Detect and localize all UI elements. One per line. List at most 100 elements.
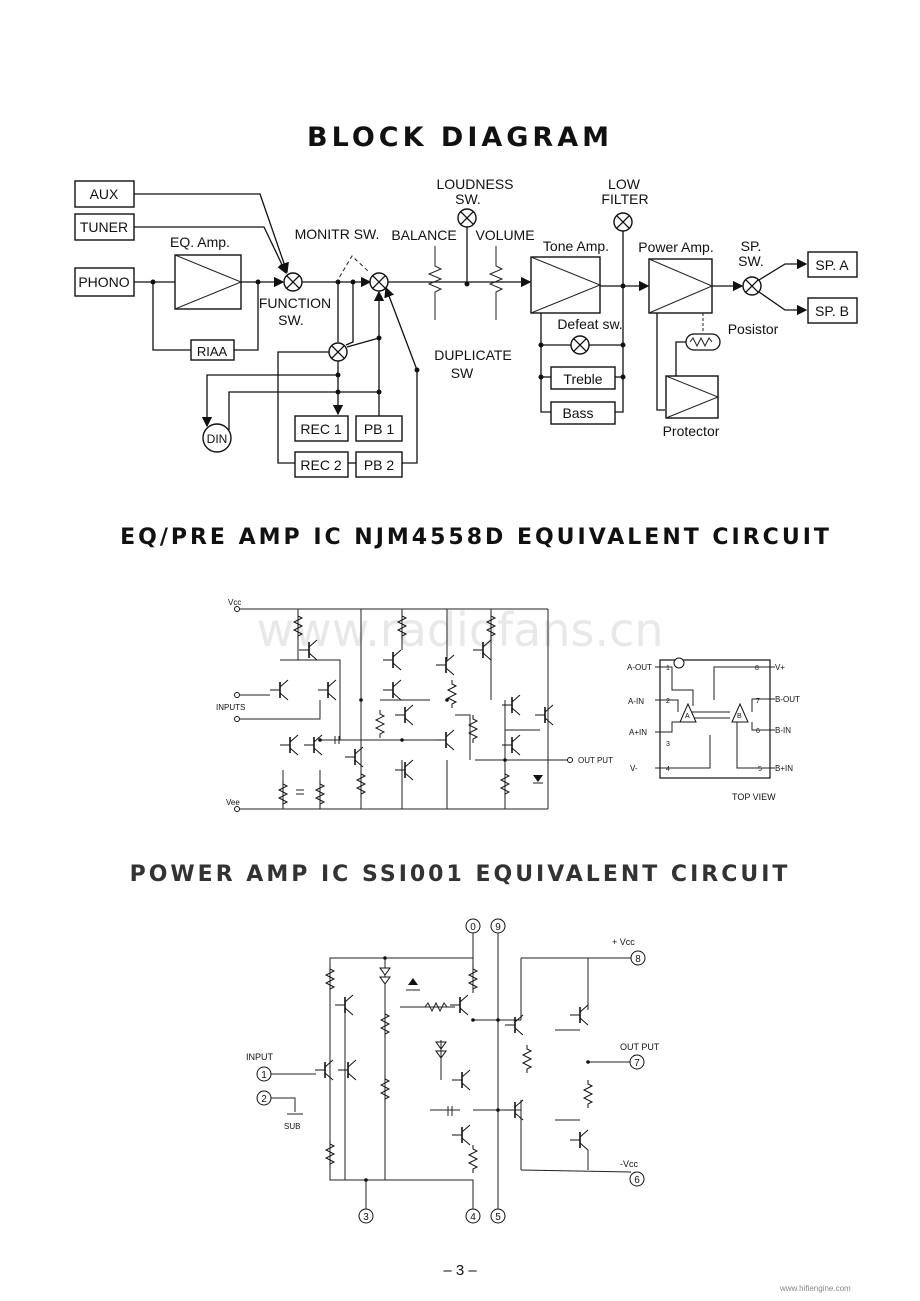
pin-a-out: A-OUT — [627, 663, 652, 672]
function-switch-icon — [283, 272, 303, 292]
tuner-label: TUNER — [80, 219, 128, 235]
top-view-label: TOP VIEW — [732, 792, 776, 802]
speaker-switch-icon — [742, 276, 762, 296]
eq-amp-box — [174, 254, 242, 310]
tone-amp-box — [530, 256, 601, 314]
speaker-a-label: SP. A — [815, 257, 849, 273]
din-label: DIN — [207, 432, 228, 446]
pin-3: 3 — [666, 741, 670, 748]
eq-preamp-schematic: Vcc Vee INPUTS OUT PUT — [216, 598, 613, 812]
monitor-switch-dashed — [335, 255, 370, 284]
tuner-box — [74, 213, 135, 241]
pw-pin-9: 9 — [495, 922, 501, 933]
pw-pin-1: 1 — [261, 1070, 267, 1081]
defeat-switch-icon — [570, 335, 590, 355]
pin-5: 5 — [758, 766, 762, 773]
phono-box — [74, 267, 135, 297]
low-filter-label-1: LOW — [608, 176, 641, 192]
block-diagram: AUX TUNER PHONO EQ. Amp. RIAA FUNCTION S… — [74, 176, 858, 478]
speaker-b-box — [807, 297, 858, 324]
power-amp-box — [648, 258, 713, 314]
page-title: BLOCK DIAGRAM — [307, 122, 613, 153]
vcc-pos-label: + Vcc — [612, 937, 635, 947]
eq-vcc-label: Vcc — [228, 598, 241, 607]
loudness-switch-icon — [457, 208, 477, 228]
duplicate-label-1: DUPLICATE — [434, 347, 512, 363]
vcc-neg-label: -Vcc — [620, 1159, 639, 1169]
pw-pin-4: 4 — [470, 1212, 476, 1223]
pb1-box — [355, 415, 403, 442]
page-number: – 3 – — [443, 1262, 477, 1279]
loudness-label-1: LOUDNESS — [436, 176, 513, 192]
aux-box — [74, 180, 135, 208]
bass-label: Bass — [562, 405, 593, 421]
monitor-sw-label: MONITR SW. — [295, 226, 380, 242]
pin-a-in-neg: A-IN — [628, 697, 644, 706]
tone-amp-label: Tone Amp. — [543, 238, 609, 254]
pw-pin-5: 5 — [495, 1212, 501, 1223]
din-connector-icon — [202, 423, 232, 453]
pin-b-in-pos: B+IN — [775, 764, 793, 773]
ic-package — [659, 659, 771, 779]
function-sw-label-1: FUNCTION — [259, 295, 331, 311]
duplicate-switch-icon — [328, 342, 348, 362]
monitor-switch-icon — [369, 272, 389, 292]
eq-circuit-title: EQ/PRE AMP IC NJM4558D EQUIVALENT CIRCUI… — [120, 525, 832, 550]
eq-vee-label: Vee — [226, 798, 240, 807]
pin-6: 6 — [756, 728, 760, 735]
pb2-box — [355, 451, 403, 478]
phono-label: PHONO — [78, 274, 129, 290]
power-circuit-title: POWER AMP IC SSI001 EQUIVALENT CIRCUIT — [129, 862, 791, 887]
pin-b-in-neg: B-IN — [775, 726, 791, 735]
pin-2: 2 — [666, 698, 670, 705]
posistor-label: Posistor — [728, 321, 779, 337]
duplicate-label-2: SW — [451, 365, 474, 381]
rec1-box — [294, 415, 349, 442]
watermark: www.radiofans.cn — [256, 603, 664, 657]
pw-output-label: OUT PUT — [620, 1042, 660, 1052]
speaker-a-box — [807, 251, 858, 278]
pw-pin-3: 3 — [363, 1212, 369, 1223]
rec1-label: REC 1 — [300, 421, 341, 437]
protector-label: Protector — [663, 423, 720, 439]
amp-a-label: A — [685, 713, 690, 720]
eq-inputs-label: INPUTS — [216, 703, 245, 712]
pin-7: 7 — [756, 698, 760, 705]
balance-label: BALANCE — [391, 227, 456, 243]
pin-1: 1 — [666, 665, 670, 672]
riaa-label: RIAA — [197, 344, 228, 359]
pb1-label: PB 1 — [364, 421, 395, 437]
defeat-sw-label: Defeat sw. — [557, 316, 622, 332]
sp-sw-label-1: SP. — [741, 238, 762, 254]
bass-box — [550, 401, 616, 425]
sub-label: SUB — [284, 1122, 300, 1131]
low-filter-switch-icon — [613, 212, 633, 232]
treble-label: Treble — [563, 371, 602, 387]
pb2-label: PB 2 — [364, 457, 395, 473]
pin-v-pos: V+ — [775, 663, 785, 672]
pin-6-marker — [629, 1171, 645, 1187]
rec2-label: REC 2 — [300, 457, 341, 473]
function-sw-label-2: SW. — [278, 312, 304, 328]
site-credit: www.hifiengine.com — [780, 1284, 851, 1293]
eq-output-label: OUT PUT — [578, 756, 613, 765]
pin-4: 4 — [666, 766, 670, 773]
pin-v-neg: V- — [630, 764, 638, 773]
njm4558-pinout: A-OUT A-IN A+IN V- V+ B-OUT B-IN B+IN 1 … — [627, 657, 800, 802]
eq-amp-label: EQ. Amp. — [170, 234, 230, 250]
pin-a-in-pos: A+IN — [629, 728, 647, 737]
pw-pin-7: 7 — [634, 1058, 640, 1069]
rec2-box — [294, 451, 349, 478]
input-label: INPUT — [246, 1052, 274, 1062]
speaker-b-label: SP. B — [815, 303, 849, 319]
protector-box — [665, 375, 719, 419]
loudness-label-2: SW. — [455, 191, 481, 207]
power-amp-label: Power Amp. — [638, 239, 713, 255]
low-filter-label-2: FILTER — [601, 191, 648, 207]
aux-label: AUX — [90, 186, 119, 202]
sp-sw-label-2: SW. — [738, 253, 764, 269]
pw-pin-2: 2 — [261, 1094, 267, 1105]
power-amp-schematic: 0 9 + Vcc 8 INPUT 1 2 SUB OUT PUT 7 -Vcc… — [246, 918, 660, 1224]
volume-label: VOLUME — [475, 227, 534, 243]
